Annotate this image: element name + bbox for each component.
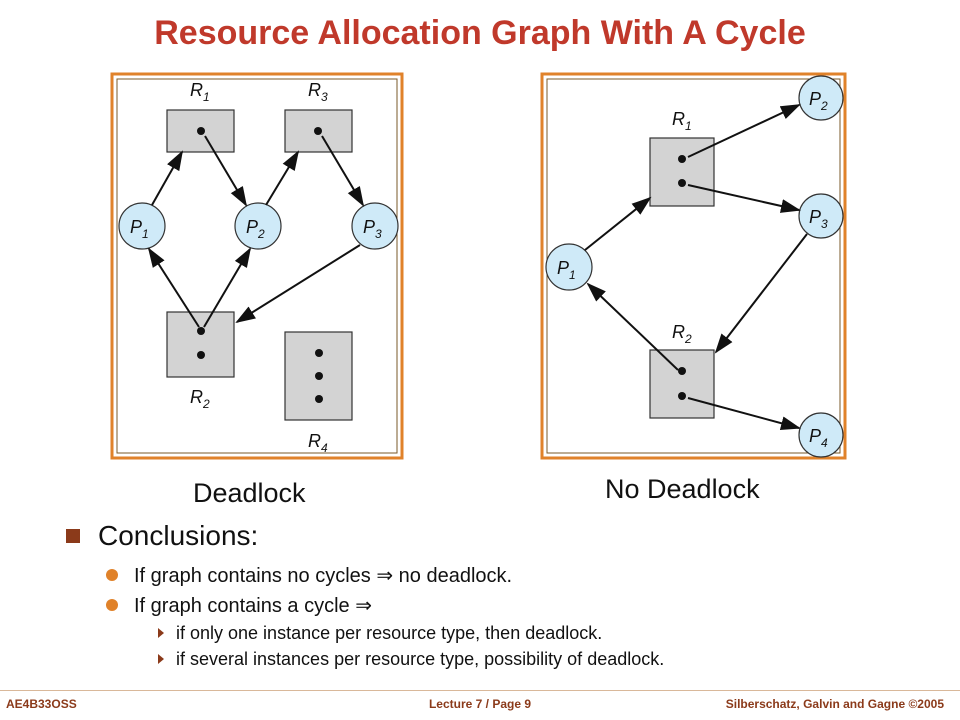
- label-p4: P4: [809, 426, 828, 450]
- edge-r2-p1: [586, 282, 679, 371]
- edge-p1-r1: [584, 196, 652, 251]
- no-deadlock-caption: No Deadlock: [605, 474, 760, 504]
- label-r1: R1: [672, 109, 692, 133]
- process-p1: [545, 243, 593, 291]
- deadlock-graph: R1 R3 R2 R4 P1 P2 P3: [110, 72, 404, 460]
- edge-r1-p3: [687, 184, 801, 213]
- conclusion-text: If graph contains a cycle ⇒: [134, 594, 372, 617]
- edge-p2-r3: [265, 150, 300, 206]
- conclusions: Conclusions: If graph contains no cycles…: [66, 520, 926, 672]
- label-p3: P3: [363, 217, 382, 241]
- process-p4: [798, 412, 844, 458]
- graph-frame: [110, 72, 404, 460]
- label-r2: R2: [190, 387, 210, 411]
- triangle-bullet-icon: [158, 628, 164, 638]
- footer-divider: [0, 690, 960, 691]
- no-deadlock-graph: R1 R2 P1 P2 P3 P4: [540, 72, 847, 460]
- edge-r1-p2: [687, 104, 801, 158]
- edge-p1-r1: [151, 150, 183, 206]
- conclusion-subitem: if only one instance per resource type, …: [158, 620, 926, 646]
- dot-bullet-icon: [106, 599, 118, 611]
- edge-r3-p3: [321, 135, 365, 207]
- process-p2: [234, 202, 282, 250]
- label-r2: R2: [672, 322, 692, 346]
- label-p2: P2: [246, 217, 265, 241]
- conclusions-heading: Conclusions:: [98, 520, 259, 551]
- resource-r1: [649, 137, 715, 207]
- conclusion-subtext: if only one instance per resource type, …: [176, 622, 603, 643]
- resource-r2: [166, 311, 235, 378]
- footer-page: Lecture 7 / Page 9: [428, 697, 532, 711]
- label-p1: P1: [130, 217, 149, 241]
- conclusion-item: If graph contains no cycles ⇒ no deadloc…: [106, 560, 926, 590]
- label-r1: R1: [190, 80, 210, 104]
- process-p1: [118, 202, 166, 250]
- triangle-bullet-icon: [158, 654, 164, 664]
- edge-p3-r2: [235, 244, 361, 324]
- process-p3: [798, 193, 844, 239]
- resource-r2: [649, 349, 715, 419]
- edge-r2-p1: [147, 247, 200, 328]
- dot-bullet-icon: [106, 569, 118, 581]
- label-p1: P1: [557, 258, 576, 282]
- resource-r1: [166, 109, 235, 153]
- footer-course: AE4B33OSS: [6, 697, 77, 711]
- label-p3: P3: [809, 207, 828, 231]
- edge-r1-p2: [204, 135, 248, 207]
- label-r3: R3: [308, 80, 328, 104]
- edge-p3-r2: [714, 233, 808, 354]
- label-r4: R4: [308, 431, 328, 455]
- edge-r2-p4: [687, 397, 801, 431]
- process-p3: [351, 202, 399, 250]
- square-bullet-icon: [66, 529, 80, 543]
- conclusion-text: If graph contains no cycles ⇒ no deadloc…: [134, 564, 513, 587]
- page-title: Resource Allocation Graph With A Cycle: [154, 14, 806, 52]
- edge-r2-p2: [203, 247, 252, 328]
- conclusion-subtext: if several instances per resource type, …: [176, 648, 665, 669]
- process-p2: [798, 75, 844, 121]
- footer-copyright: Silberschatz, Galvin and Gagne ©2005: [725, 697, 944, 711]
- label-p2: P2: [809, 89, 828, 113]
- conclusion-subitem: if several instances per resource type, …: [158, 646, 926, 672]
- conclusion-item: If graph contains a cycle ⇒: [106, 590, 926, 620]
- conclusions-heading-row: Conclusions:: [66, 520, 926, 552]
- deadlock-caption: Deadlock: [193, 478, 306, 508]
